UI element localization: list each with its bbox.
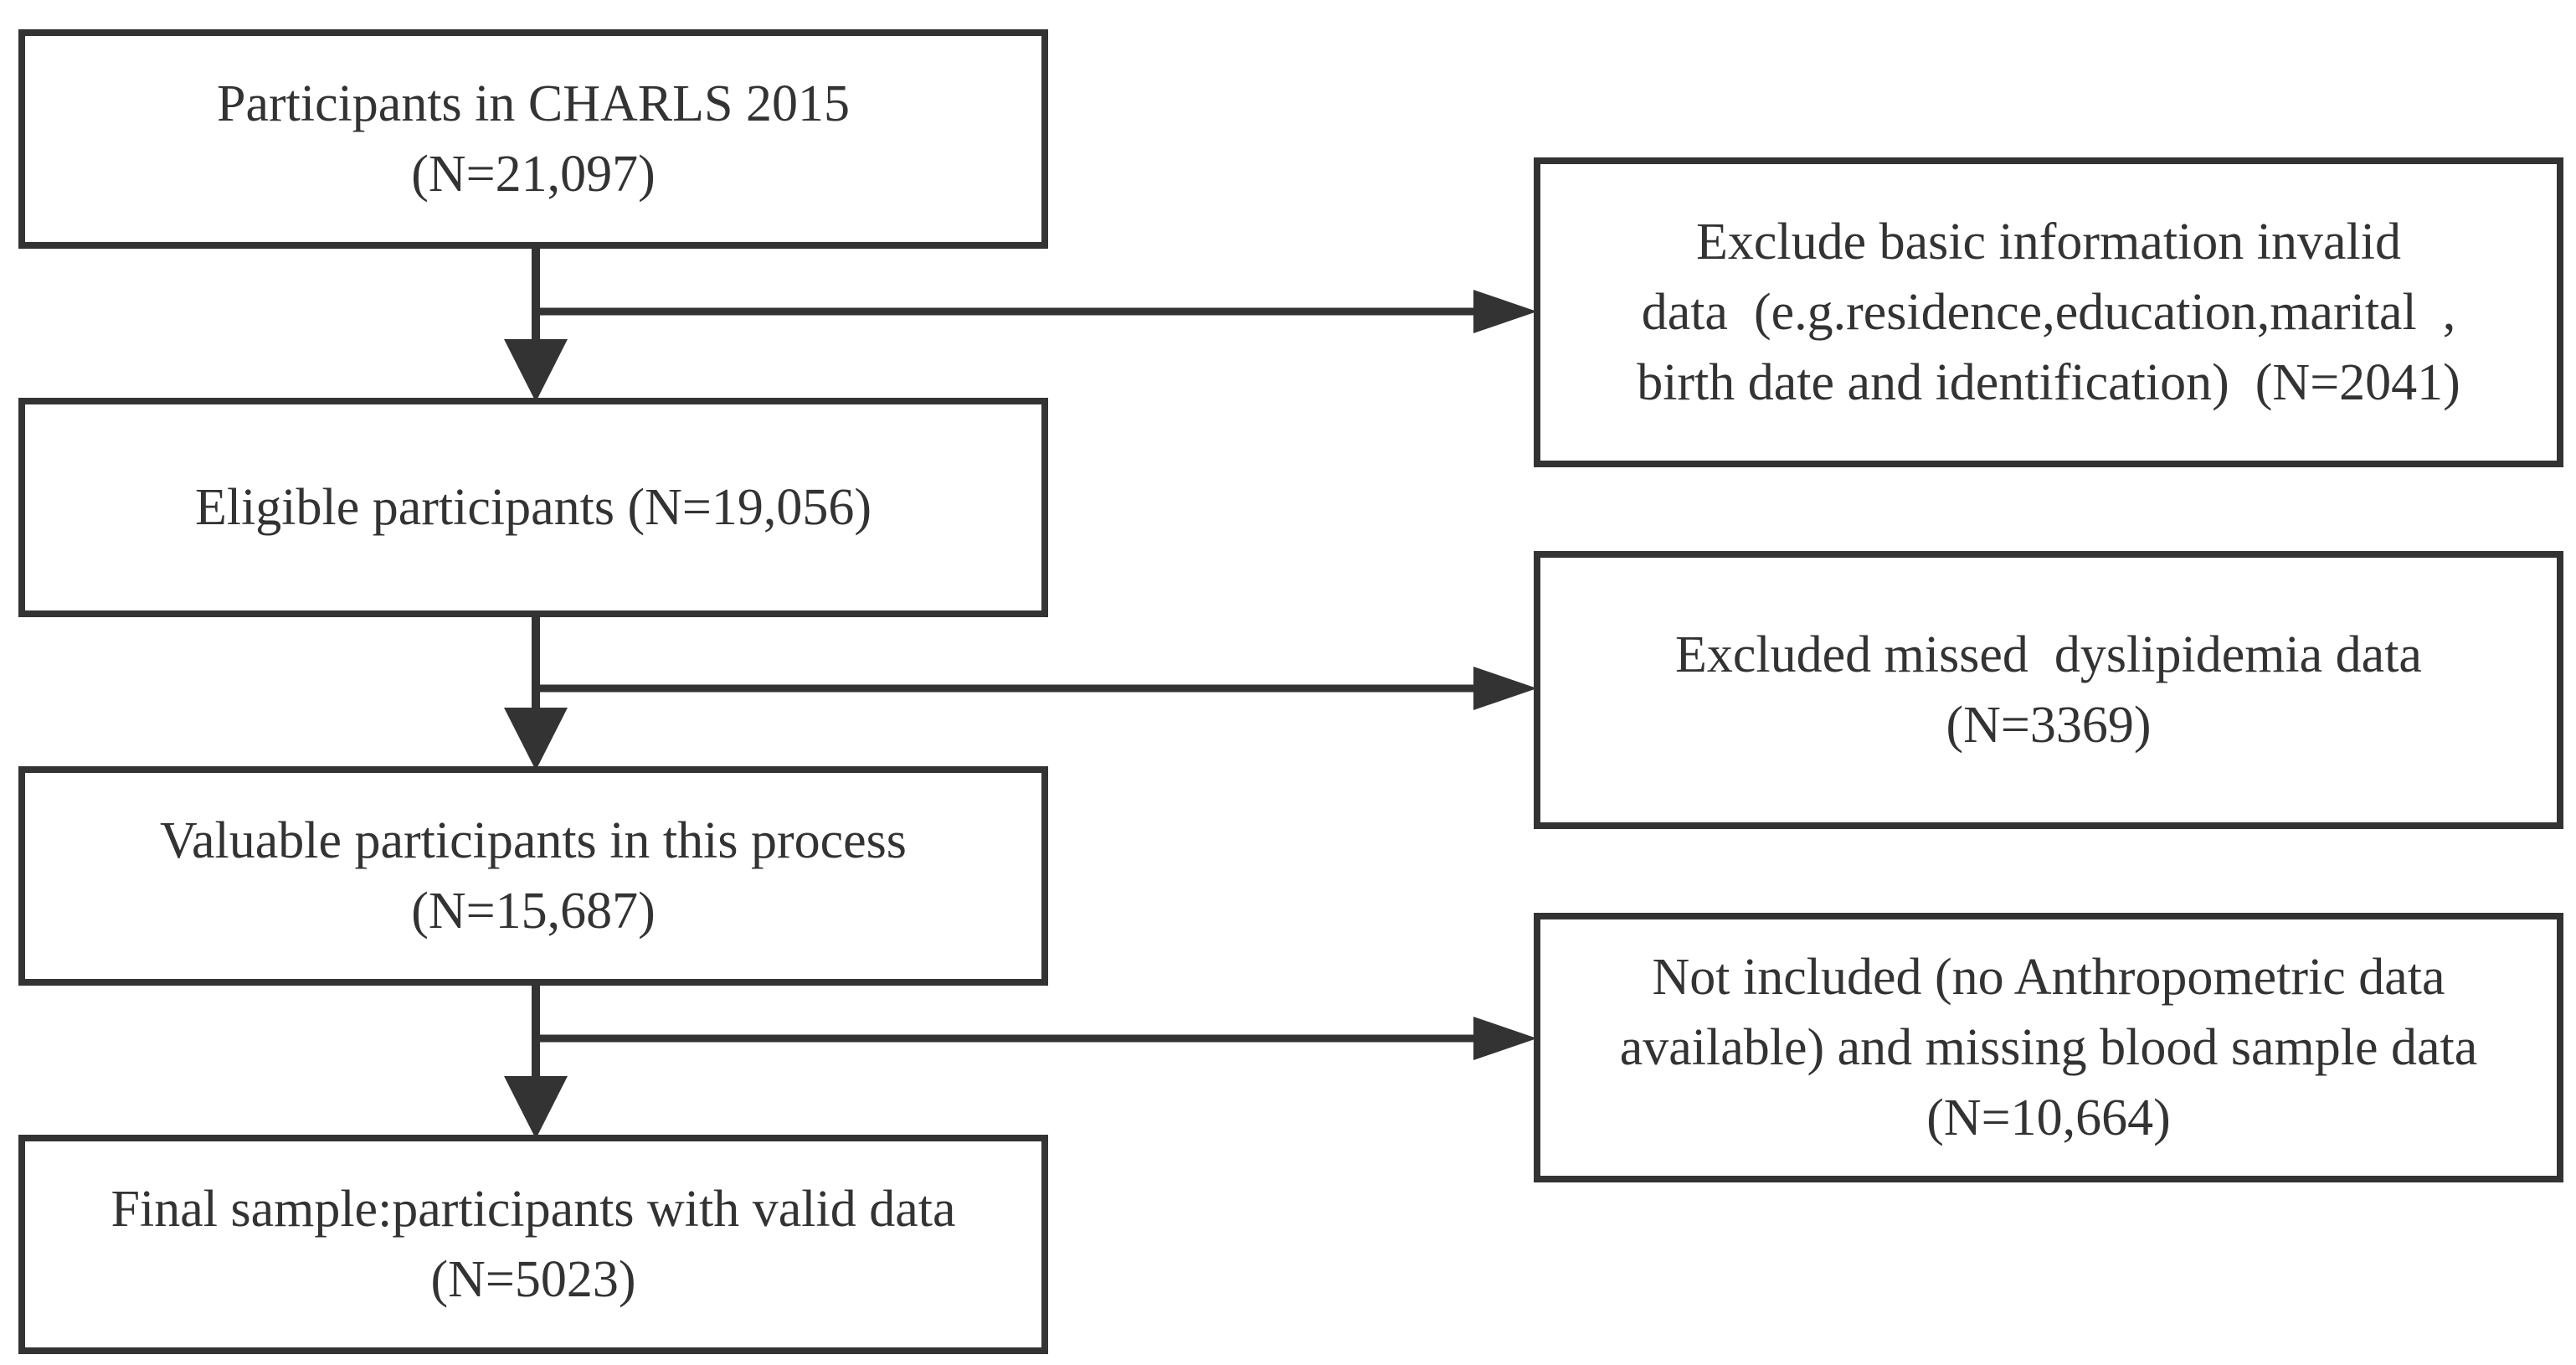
step-box-eligible-participants: Eligible participants (N=19,056) xyxy=(18,398,1048,617)
exclusion-1-line-3: birth date and identification) (N=2041) xyxy=(1637,354,2460,411)
exclusion-3-line-1: Not included (no Anthropometric data xyxy=(1652,949,2445,1006)
exclusion-2-line-1: Excluded missed dyslipidemia data xyxy=(1675,626,2422,683)
exclusion-1-line-2: data (e.g.residence,education,marital , xyxy=(1641,284,2456,341)
exclusion-3-line-3: (N=10,664) xyxy=(1926,1089,2171,1146)
step-box-participants-charls-2015: Participants in CHARLS 2015 (N=21,097) xyxy=(18,29,1048,249)
exclusion-1-line-1: Exclude basic information invalid xyxy=(1696,214,2401,270)
step-2-line-1: Eligible participants (N=19,056) xyxy=(194,479,872,536)
exclusion-box-anthropometric: Not included (no Anthropometric data ava… xyxy=(1534,913,2563,1182)
flow-arrowhead-2-3 xyxy=(504,708,568,770)
step-4-line-1: Final sample:participants with valid dat… xyxy=(111,1181,956,1238)
step-3-line-2: (N=15,687) xyxy=(411,883,656,940)
flow-arrowhead-1-2 xyxy=(504,339,568,402)
step-1-line-1: Participants in CHARLS 2015 xyxy=(216,75,851,132)
exclusion-3-line-2: available) and missing blood sample data xyxy=(1619,1019,2478,1076)
step-4-line-2: (N=5023) xyxy=(430,1251,636,1308)
step-box-valuable-participants: Valuable participants in this process (N… xyxy=(18,766,1048,986)
exclusion-box-basic-information: Exclude basic information invalid data (… xyxy=(1534,157,2563,467)
step-box-final-sample: Final sample:participants with valid dat… xyxy=(18,1135,1048,1354)
exclusion-arrowhead-1 xyxy=(1473,290,1537,333)
step-1-line-2: (N=21,097) xyxy=(411,146,656,203)
exclusion-2-line-2: (N=3369) xyxy=(1946,697,2152,754)
exclusion-arrowhead-2 xyxy=(1473,667,1537,710)
step-3-line-1: Valuable participants in this process xyxy=(160,812,907,869)
flow-arrowhead-3-4 xyxy=(504,1076,568,1139)
exclusion-arrowhead-3 xyxy=(1473,1017,1537,1060)
exclusion-box-dyslipidemia: Excluded missed dyslipidemia data (N=336… xyxy=(1534,551,2563,829)
